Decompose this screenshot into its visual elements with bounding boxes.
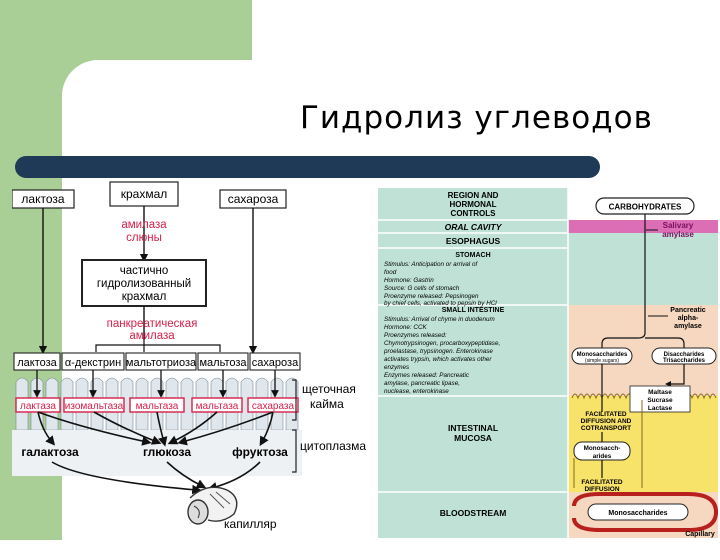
brush-border-label-1: щеточная [302, 382, 356, 396]
disaccharides-box: Disaccharides Trisaccharides [651, 347, 717, 365]
facilitated-diffusion-1: FACILITATED [581, 479, 623, 486]
small-intestine-text: Stimulus: Arrival of chyme in duodenum H… [383, 316, 500, 395]
enzyme-maltase-2: мальтаза [196, 401, 239, 412]
monosaccharides-blood: Monosaccharides [608, 510, 667, 517]
carbohydrates-box: CARBOHYDRATES [595, 197, 695, 215]
svg-text:сахароза: сахароза [228, 192, 279, 206]
svg-text:лактоза: лактоза [21, 192, 64, 206]
product-galactose: галактоза [21, 445, 79, 459]
cotransport-label-3: COTRANSPORT [581, 425, 631, 432]
cotransport-label-2: DIFFUSION AND [581, 418, 632, 425]
capillary-label-right: Capillary [685, 531, 715, 538]
pancreatic-amylase-label-2: амилаза [129, 330, 175, 342]
enzyme-maltase-1: мальтаза [136, 401, 179, 412]
salivary-amylase-1: Salivary [663, 221, 694, 230]
brush-enzyme-row: лактаза изомальтаза мальтаза мальтаза са… [15, 397, 299, 413]
esophagus-label: ESOPHAGUS [446, 236, 501, 246]
svg-text:proelastase, trypsinogen. Ente: proelastase, trypsinogen. Enterokinase [383, 348, 493, 355]
header-line-3: CONTROLS [451, 209, 497, 218]
brush-enzymes-box: Maltase Sucrase Lactase [629, 385, 691, 413]
monosaccharides-cell-box: Monosacch- arides [573, 441, 631, 461]
capillary-label: капилляр [224, 517, 277, 531]
product-glucose: глюкоза [143, 445, 191, 459]
product-fructose: фруктоза [232, 445, 288, 459]
brush-border-label-2: кайма [310, 397, 344, 411]
oral-cavity-label: ORAL CAVITY [445, 222, 503, 232]
svg-text:Chymotrypsinogen, procarboxype: Chymotrypsinogen, procarboxypeptidase, [384, 340, 500, 347]
enzyme-lactase: лактаза [20, 401, 56, 412]
region-column [378, 188, 568, 538]
substrate-lactose: лактоза [17, 357, 57, 369]
svg-text:частично: частично [120, 265, 169, 277]
stomach-title: STOMACH [455, 252, 490, 259]
pancreatic-label-3: amylase [674, 323, 702, 330]
svg-text:enzymes: enzymes [384, 364, 410, 371]
substrate-maltose: мальтоза [199, 357, 247, 369]
header-line-2: HORMONAL [449, 200, 496, 209]
svg-text:amylase, pancreatic lipase,: amylase, pancreatic lipase, [384, 380, 460, 387]
salivary-amylase-2: amylase [662, 230, 694, 239]
substrate-maltotriose: мальтотриоза [126, 357, 197, 369]
svg-text:гидролизованный: гидролизованный [97, 278, 191, 290]
svg-text:nuclease, enterokinase: nuclease, enterokinase [384, 388, 449, 395]
top-box-lactose: лактоза [12, 189, 75, 209]
slide-title: Гидролиз углеводов [300, 100, 653, 136]
svg-text:CARBOHYDRATES: CARBOHYDRATES [609, 203, 682, 212]
svg-text:arides: arides [593, 453, 612, 460]
facilitated-diffusion-2: DIFFUSION [584, 486, 619, 493]
svg-text:Enzymes released: Pancreatic: Enzymes released: Pancreatic [384, 372, 470, 379]
oral-cavity-color [568, 220, 718, 233]
small-intestine-title: SMALL INTESTINE [442, 307, 505, 314]
substrate-row: лактоза α-декстрин мальтотриоза мальтоза… [13, 352, 301, 371]
pancreatic-label-1: Pancreatic [670, 307, 706, 314]
substrate-alpha-dextrin: α-декстрин [65, 357, 121, 369]
capillary-vessel: Monosaccharides [572, 492, 718, 532]
cytoplasm-bracket [292, 429, 297, 473]
svg-text:Stimulus: Arrival of chyme in: Stimulus: Arrival of chyme in duodenum [384, 316, 495, 323]
top-box-sucrose: сахароза [219, 189, 287, 209]
svg-text:Hormone: Gastrin: Hormone: Gastrin [384, 277, 434, 284]
bloodstream-label: BLOODSTREAM [440, 508, 507, 518]
right-digestion-diagram: REGION AND HORMONAL CONTROLS CARBOHYDRAT… [378, 188, 718, 538]
title-underline-bar [15, 156, 600, 178]
capillary-drawing [187, 486, 238, 525]
svg-text:Maltase: Maltase [648, 389, 672, 396]
salivary-amylase-label-2: слюны [126, 232, 162, 244]
svg-text:Lactase: Lactase [648, 405, 673, 412]
cytoplasm-label: цитоплазма [300, 439, 366, 453]
svg-text:Disaccharides: Disaccharides [664, 352, 705, 358]
enzyme-isomaltase: изомальтаза [65, 401, 124, 412]
svg-text:Proenzymes released:: Proenzymes released: [384, 332, 447, 339]
cotransport-label-1: FACILITATED [585, 411, 627, 418]
svg-text:Source: G cells of stomach: Source: G cells of stomach [384, 285, 460, 292]
svg-text:Stimulus: Anticipation or arri: Stimulus: Anticipation or arrival of [384, 261, 478, 268]
svg-text:крахмал: крахмал [121, 187, 168, 201]
partial-starch-box: частично гидролизованный крахмал [81, 259, 207, 307]
stomach-text: Stimulus: Anticipation or arrival of foo… [384, 261, 497, 307]
svg-text:крахмал: крахмал [122, 291, 167, 303]
left-digestion-diagram: лактоза крахмал сахароза амилаза слюны ч… [12, 181, 366, 531]
svg-text:(simple sugars): (simple sugars) [585, 358, 620, 364]
fan-out-lines [95, 340, 221, 352]
enzyme-sucrase: сахараза [252, 401, 295, 412]
intestinal-mucosa-2: MUCOSA [454, 433, 492, 443]
monosaccharides-box: Monosaccharides (simple sugars) [571, 347, 633, 365]
brush-border-bracket [292, 379, 297, 421]
salivary-amylase-label-1: амилаза [121, 219, 167, 231]
substrate-sucrose: сахароза [252, 357, 299, 369]
svg-text:Trisaccharides: Trisaccharides [663, 358, 706, 364]
svg-text:Monosacch-: Monosacch- [584, 445, 621, 452]
header-line-1: REGION AND [448, 191, 499, 200]
pancreatic-amylase-label-1: панкреатическая [107, 318, 198, 330]
top-box-starch: крахмал [109, 181, 179, 207]
svg-text:Sucrase: Sucrase [647, 397, 673, 404]
svg-text:Monosaccharides: Monosaccharides [577, 352, 628, 358]
svg-text:Hormone: CCK: Hormone: CCK [384, 324, 427, 331]
pancreatic-label-2: alpha- [678, 315, 699, 322]
svg-text:activates trypsin, which activ: activates trypsin, which activates other [384, 356, 492, 363]
svg-text:Proenzyme released: Pepsinogen: Proenzyme released: Pepsinogen [384, 293, 479, 300]
svg-text:by chief cells, activated to p: by chief cells, activated to pepsin by H… [384, 300, 497, 307]
svg-text:food: food [384, 269, 397, 276]
intestinal-mucosa-1: INTESTINAL [448, 423, 498, 433]
